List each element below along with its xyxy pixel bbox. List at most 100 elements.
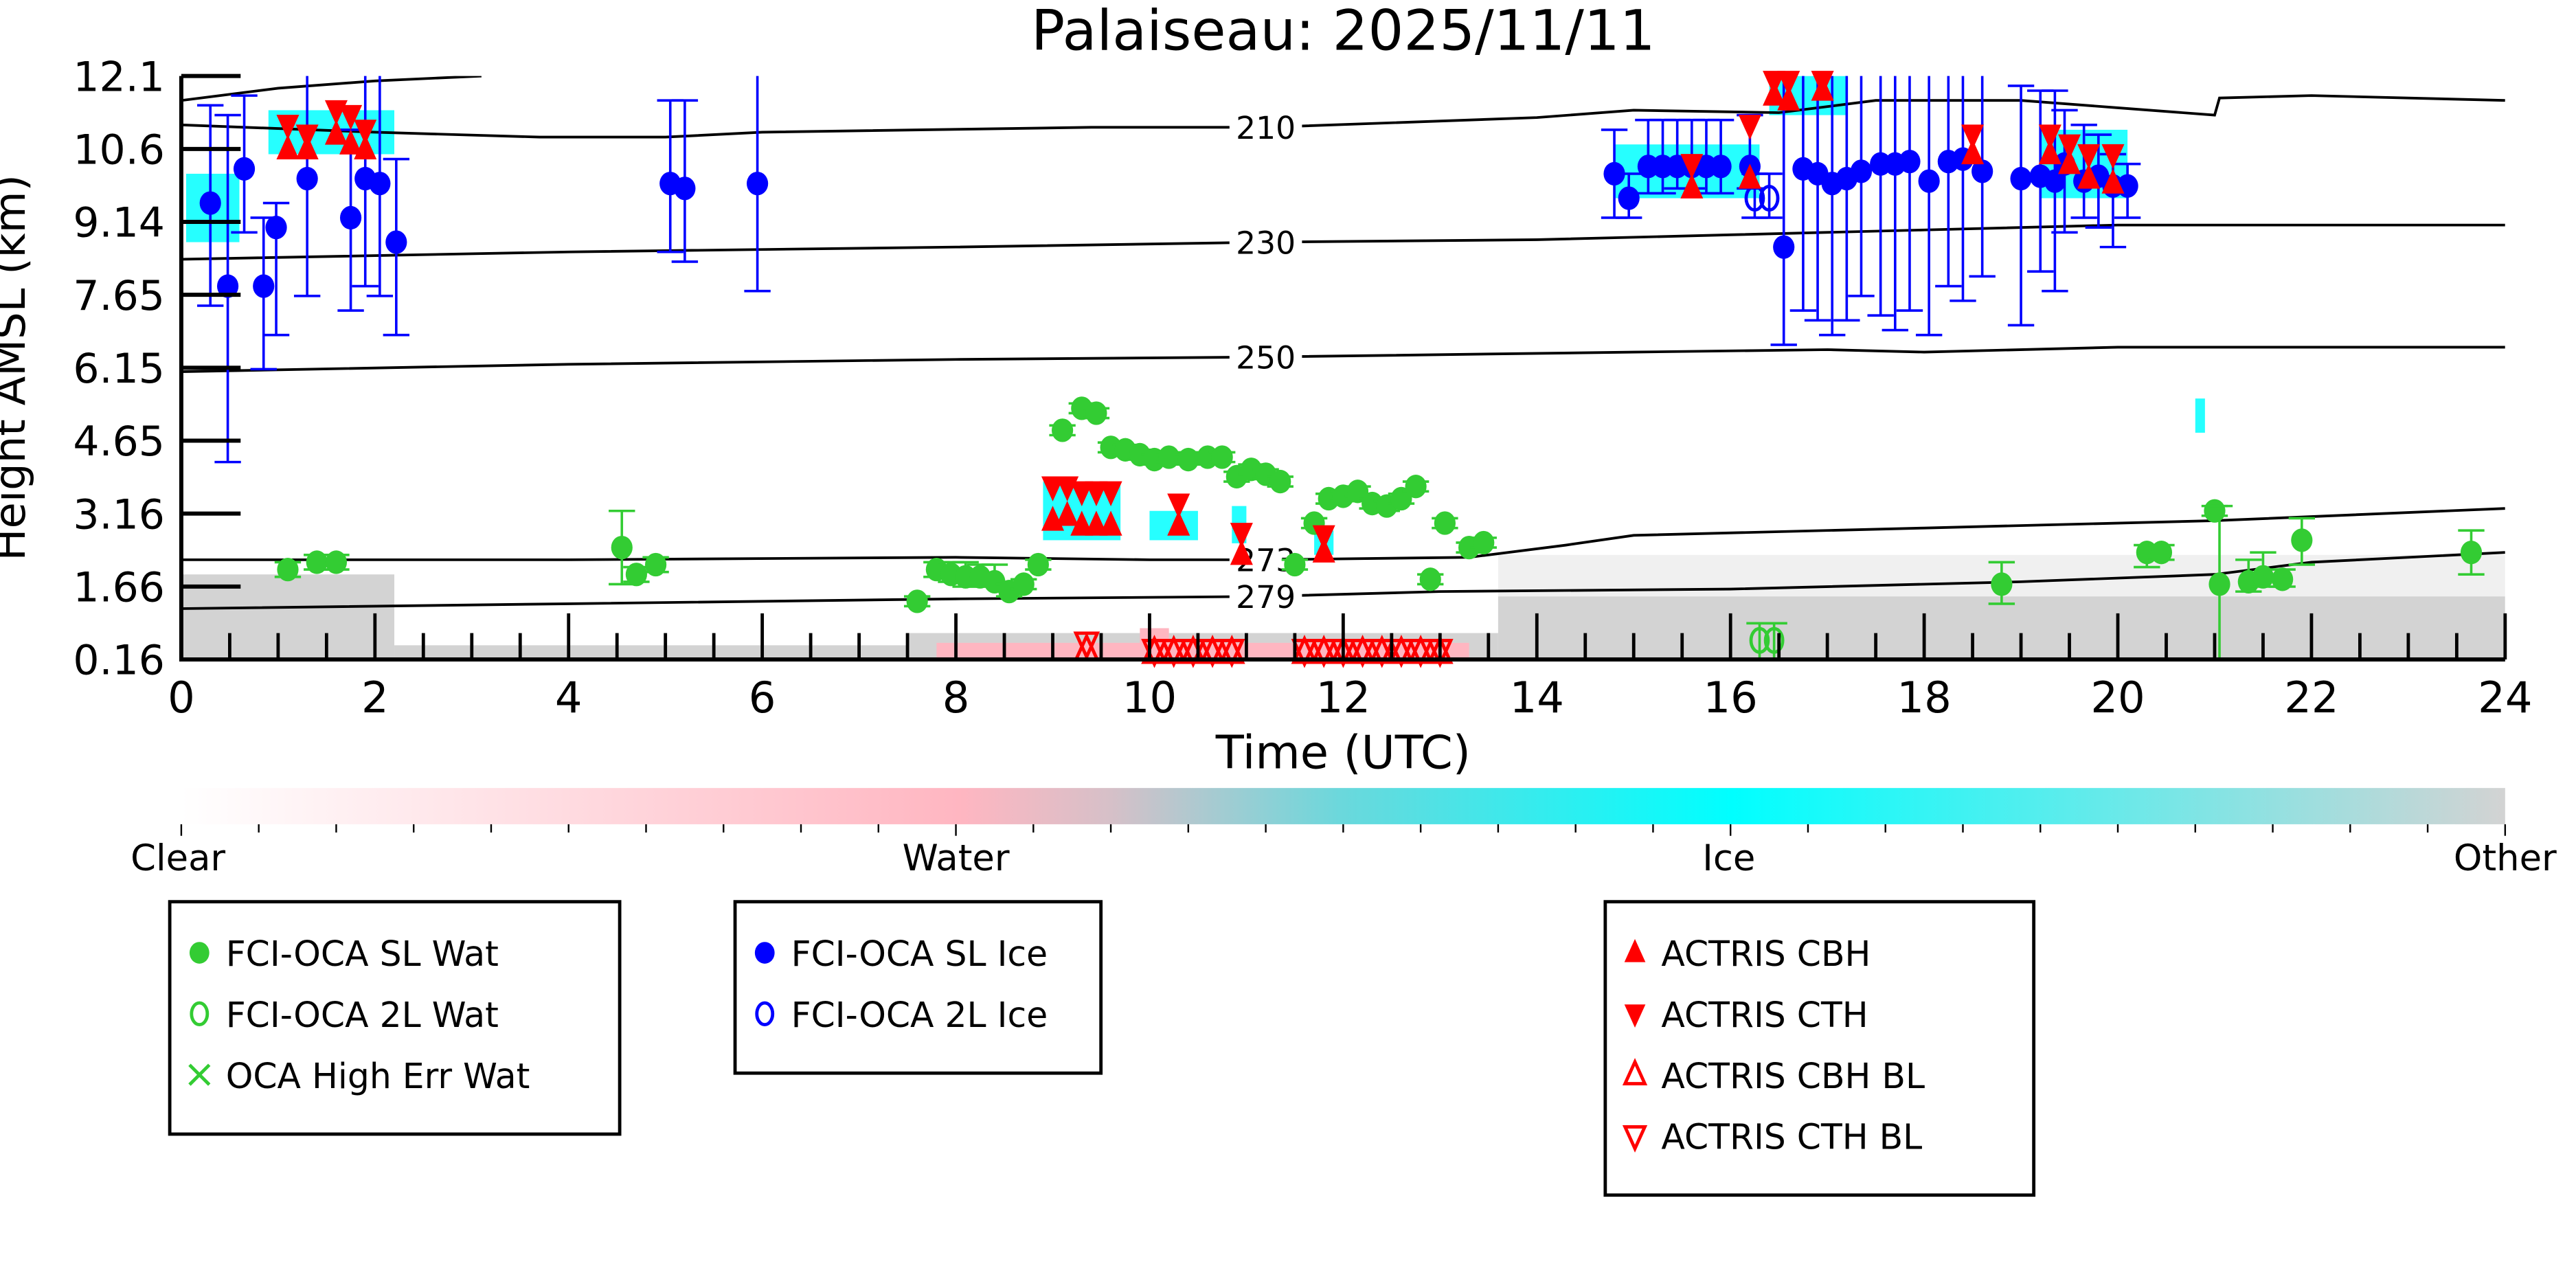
marker-up-triangle [1312,537,1335,563]
marker-filled-circle [625,563,647,587]
marker-down-triangle [1622,1125,1648,1153]
series-actris-cth-bl [1073,631,1454,668]
marker-filled-circle [1991,572,2013,596]
ice-region [2195,398,2205,433]
legend-label: FCI-OCA 2L Wat [226,995,499,1035]
marker-filled-circle [1918,169,1940,193]
marker-filled-circle [1603,161,1625,186]
marker-filled-circle [277,557,299,582]
y-tick-label: 4.65 [73,418,165,466]
marker-filled-circle [2460,541,2483,565]
series-fci-oca-2l-wat [1746,622,1787,659]
marker-filled-circle [253,274,275,298]
marker-filled-circle [1710,155,1732,179]
marker-filled-circle [369,172,391,196]
marker-open-circle [1763,626,1785,654]
marker-filled-circle [747,172,769,196]
marker-down-triangle [1777,71,1800,96]
colorbar [181,788,2505,824]
x-tick-label: 4 [555,673,583,723]
marker-filled-circle [1473,530,1495,555]
x-tick-label: 6 [749,673,776,723]
contour-label-bg [1229,111,1302,144]
x-tick-label: 16 [1704,673,1758,723]
marker-down-triangle [1230,523,1253,548]
marker-up-triangle [324,120,348,145]
y-tick-label: 12.1 [73,53,165,101]
marker-down-triangle [276,115,300,140]
x-tick-label: 14 [1510,673,1564,723]
marker-up-triangle [1085,510,1108,536]
marker-down-triangle [1041,476,1065,501]
marker-filled-circle [385,230,407,254]
y-axis-label: Height AMSL (km) [0,174,35,561]
other-region [181,574,395,659]
marker-filled-circle [296,166,318,191]
marker-down-triangle [1085,481,1108,507]
marker-down-triangle [1407,639,1434,668]
x-tick-label: 20 [2090,673,2145,723]
marker-down-triangle [1312,525,1335,551]
marker-down-triangle [1218,639,1245,668]
marker-up-triangle [354,134,377,159]
marker-filled-circle [1346,479,1369,504]
marker-filled-circle [1419,567,1441,591]
marker-filled-circle [339,205,362,230]
marker-filled-circle [2252,565,2274,589]
y-tick-label: 6.15 [73,345,165,393]
marker-filled-circle [2208,572,2230,596]
contour-label-bg [1229,580,1302,613]
colorbar-label-clear: Clear [131,837,225,879]
colorbar-ticks [180,824,2507,836]
marker-filled-circle [1269,469,1291,494]
marker-filled-circle [2010,166,2032,191]
series-actris-cbh [276,76,2125,565]
x-axis-label: Time (UTC) [1215,725,1471,779]
marker-down-triangle [2077,144,2101,170]
x-tick-label: 22 [2284,673,2338,723]
marker-down-triangle [1099,481,1122,507]
marker-up-triangle [1624,938,1646,962]
marker-up-triangle [1056,501,1079,526]
marker-up-triangle [2101,168,2125,194]
colorbar-label-other: Other [2454,837,2557,879]
x-tick-label: 12 [1316,673,1370,723]
marker-down-triangle [1070,481,1094,507]
y-tick-label: 10.6 [73,126,165,174]
marker-filled-circle [2272,567,2294,591]
marker-open-circle [1759,184,1780,212]
contour-line [181,76,482,102]
marker-up-triangle [2077,163,2101,189]
legend-label: FCI-OCA 2L Ice [791,995,1048,1035]
other-region [394,645,908,659]
marker-down-triangle [1680,154,1704,179]
marker-filled-circle [306,550,328,574]
marker-up-triangle [1811,76,1834,101]
marker-down-triangle [1199,639,1226,668]
x-tick-label: 0 [168,673,195,723]
legend-label: ACTRIS CBH BL [1661,1056,1925,1096]
marker-filled-circle [1773,235,1795,259]
marker-filled-circle [233,157,256,181]
colorbar-label-water: Water [903,837,1010,879]
marker-down-triangle [354,120,377,145]
marker-down-triangle [1160,639,1188,668]
marker-filled-circle [1211,445,1233,469]
x-tick-label: 8 [942,673,970,723]
marker-down-triangle [1961,124,1985,150]
marker-filled-circle [325,550,348,574]
x-tick-label: 24 [2478,673,2532,723]
marker-filled-circle [611,535,633,560]
legend-label: ACTRIS CBH [1661,934,1871,974]
marker-filled-circle [1850,159,1873,183]
marker-up-triangle [1070,510,1094,536]
contour-line [181,223,2505,261]
marker-filled-circle [1618,186,1640,210]
marker-up-triangle [1230,540,1253,565]
marker-filled-circle [1085,401,1107,425]
contour-line [181,94,2505,139]
